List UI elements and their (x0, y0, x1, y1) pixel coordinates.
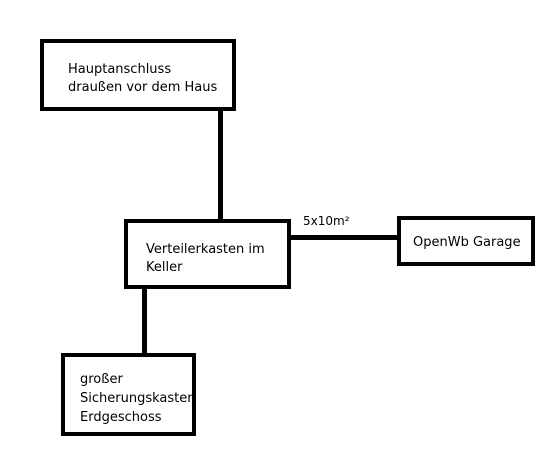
node-openwb-garage-line-1: OpenWb Garage (413, 235, 521, 250)
node-fuse-box-line-2: Sicherungskasten (80, 391, 196, 406)
edge-main-to-distribution (218, 111, 223, 219)
node-main-connection: Hauptanschluss draußen vor dem Haus (40, 39, 236, 111)
node-distribution-box-line-1: Verteilerkasten im (146, 242, 265, 257)
node-distribution-box: Verteilerkasten im Keller (124, 219, 291, 289)
node-distribution-box-line-2: Keller (146, 260, 183, 275)
node-fuse-box-line-3: Erdgeschoss (80, 410, 162, 425)
node-openwb-garage: OpenWb Garage (397, 216, 535, 266)
node-fuse-box-line-1: großer (80, 372, 123, 387)
edge-label-cable-size: 5x10m² (303, 214, 350, 228)
edge-distribution-to-openwb (291, 235, 397, 240)
edge-distribution-to-fuse-box (142, 289, 147, 353)
node-fuse-box: großer Sicherungskasten Erdgeschoss (61, 353, 196, 436)
node-main-connection-line-2: draußen vor dem Haus (68, 80, 218, 95)
node-main-connection-line-1: Hauptanschluss (68, 62, 172, 77)
